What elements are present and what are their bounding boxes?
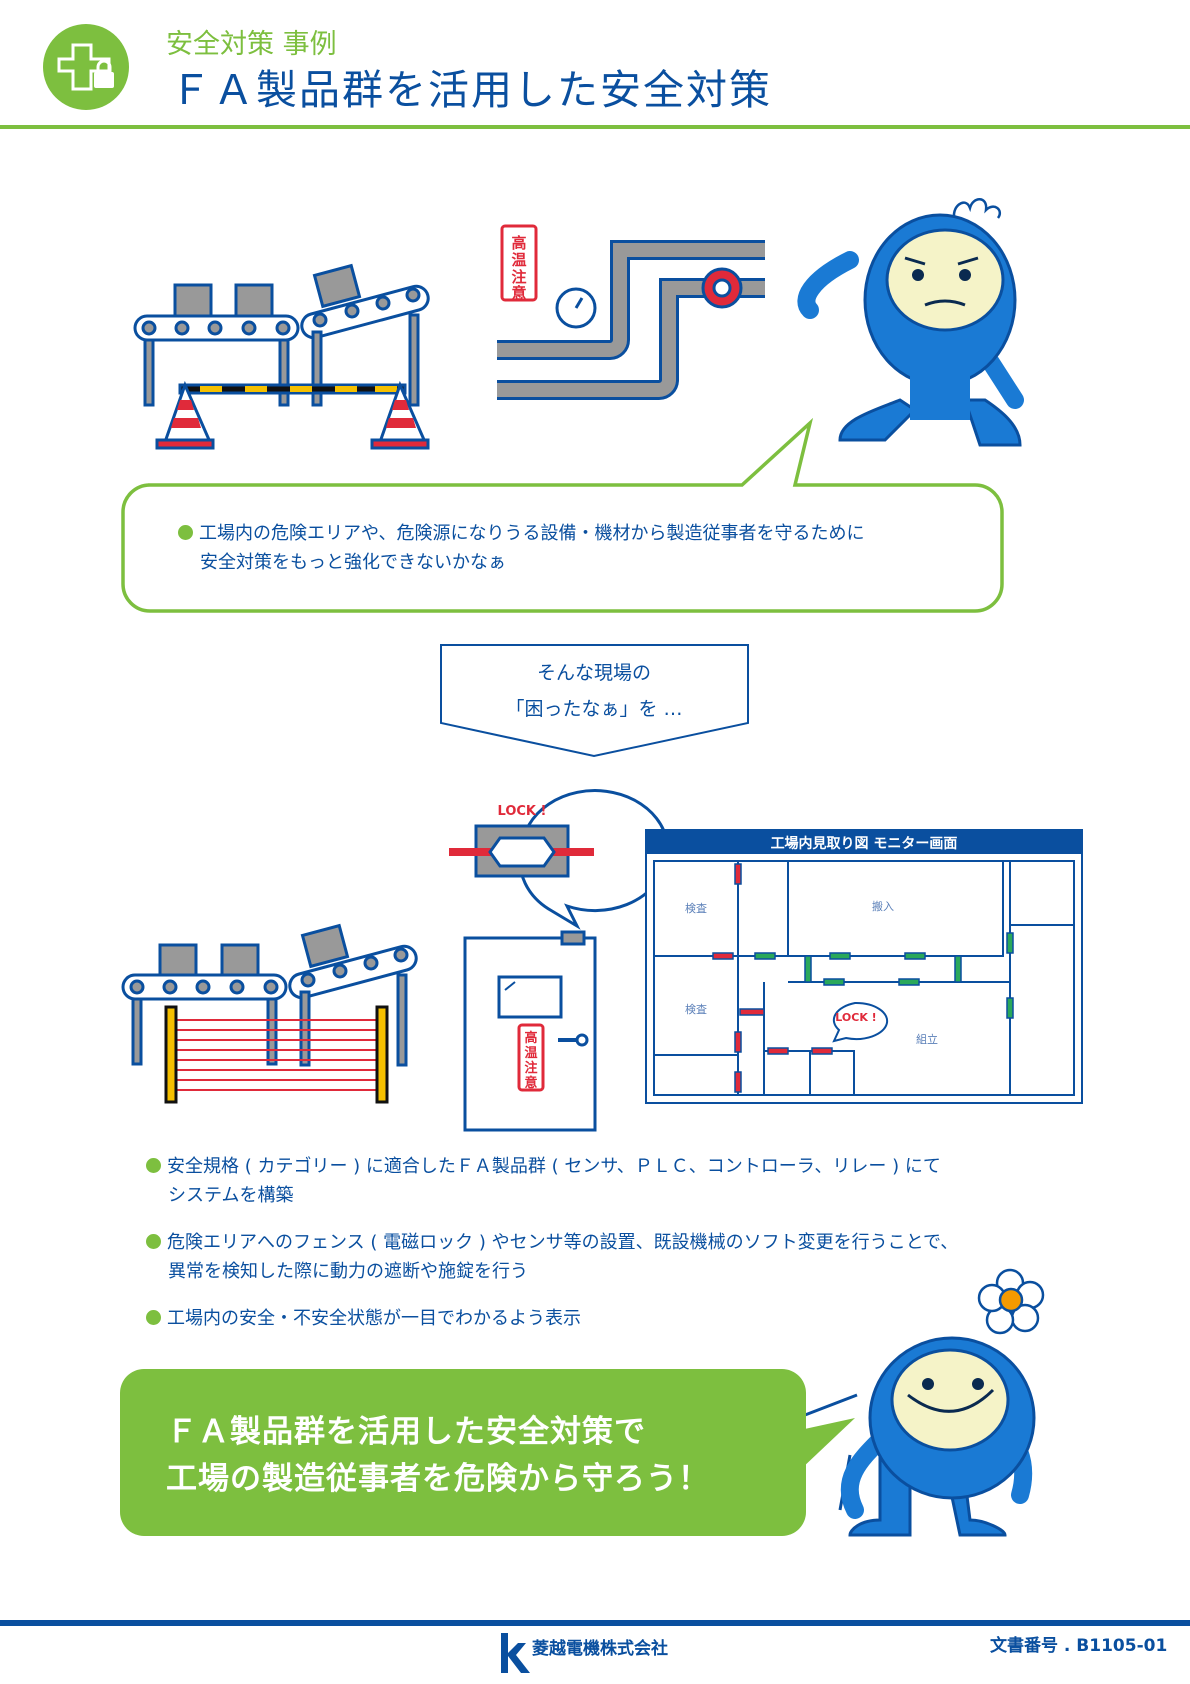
room-label: 検査 [685, 1002, 707, 1016]
sign-char: 注 [524, 1060, 537, 1076]
door-status-unlocked [754, 932, 1014, 1019]
problem-speech-bubble [121, 417, 1004, 613]
document-number: 文書番号 . B1105-01 [990, 1636, 1168, 1656]
monitor-lock-label: LOCK ! [835, 1011, 876, 1024]
footer-divider [0, 1620, 1190, 1626]
room-label: 搬入 [872, 899, 894, 913]
problem-text: 工場内の危険エリアや、危険源になりうる設備・機材から製造従事者を守るために 安全… [178, 519, 864, 577]
sign-char: 温 [524, 1046, 537, 1061]
solution-line: 異常を検知した際に動力の遮断や施錠を行う [168, 1261, 528, 1282]
conveyor-barrier-illustration [133, 263, 430, 450]
lock-label: LOCK ! [498, 804, 547, 819]
page-subtitle: 安全対策 事例 [166, 29, 337, 60]
bullet-icon [146, 1158, 161, 1173]
sign-char: 温 [511, 251, 526, 269]
locked-door-illustration: LOCK ! 高 温 注 意 [449, 789, 670, 1132]
solution-line: システムを構築 [168, 1185, 294, 1206]
door-status-locked [712, 863, 833, 1093]
happy-mascot [804, 1268, 1045, 1537]
company-name: 菱越電機株式会社 [532, 1639, 668, 1659]
banner-line: ＦＡ製品群を活用した安全対策で [166, 1414, 646, 1450]
conclusion-banner: ＦＡ製品群を活用した安全対策で 工場の製造従事者を危険から守ろう！ [120, 1369, 806, 1536]
problem-line: 工場内の危険エリアや、危険源になりうる設備・機材から製造従事者を守るために [199, 523, 865, 544]
solution-line: 安全規格 ( カテゴリー ) に適合したＦＡ製品群 ( センサ、ＰＬＣ、コントロ… [167, 1156, 941, 1177]
solution-line: 危険エリアへのフェンス ( 電磁ロック ) やセンサ等の設置、既設機械のソフト変… [167, 1232, 959, 1253]
sign-char: 高 [511, 234, 526, 252]
page-title: ＦＡ製品群を活用した安全対策 [170, 66, 772, 114]
solution-item: 安全規格 ( カテゴリー ) に適合したＦＡ製品群 ( センサ、ＰＬＣ、コントロ… [146, 1152, 958, 1210]
room-label: 検査 [685, 901, 707, 915]
transition-line: そんな現場の [536, 662, 651, 684]
transition-box [440, 644, 749, 758]
bullet-icon [146, 1234, 161, 1249]
header-divider [0, 125, 1190, 129]
flower-icon [977, 1268, 1045, 1335]
cross-lock-icon [43, 24, 129, 110]
company-logo [501, 1633, 530, 1673]
factory-monitor-screen: 工場内見取り図 モニター画面 検査 搬入 検査 組立 LOCK ! [645, 829, 1083, 1104]
room-label: 組立 [916, 1032, 938, 1046]
solution-list: 安全規格 ( カテゴリー ) に適合したＦＡ製品群 ( センサ、ＰＬＣ、コントロ… [146, 1152, 958, 1351]
transition-line: 「困ったなぁ」を … [505, 698, 683, 720]
solution-item: 工場内の安全・不安全状態が一目でわかるよう表示 [146, 1304, 958, 1333]
problem-line: 安全対策をもっと強化できないかなぁ [200, 552, 506, 573]
transition-text: そんな現場の 「困ったなぁ」を … [440, 655, 748, 727]
bullet-icon [146, 1310, 161, 1325]
solution-item: 危険エリアへのフェンス ( 電磁ロック ) やセンサ等の設置、既設機械のソフト変… [146, 1228, 958, 1286]
sign-char: 意 [511, 284, 526, 302]
sign-char: 高 [524, 1030, 537, 1046]
conveyor-light-curtain-illustration [121, 923, 418, 1104]
sign-char: 注 [511, 268, 526, 286]
worried-mascot [797, 198, 1024, 447]
banner-line: 工場の製造従事者を危険から守ろう！ [166, 1461, 710, 1497]
solution-line: 工場内の安全・不安全状態が一目でわかるよう表示 [167, 1308, 581, 1329]
banner-tail [800, 1418, 855, 1470]
hot-pipe-illustration: 高 温 注 意 [497, 224, 765, 400]
monitor-title: 工場内見取り図 モニター画面 [771, 835, 958, 852]
bullet-icon [178, 525, 193, 540]
sign-char: 意 [524, 1075, 537, 1091]
